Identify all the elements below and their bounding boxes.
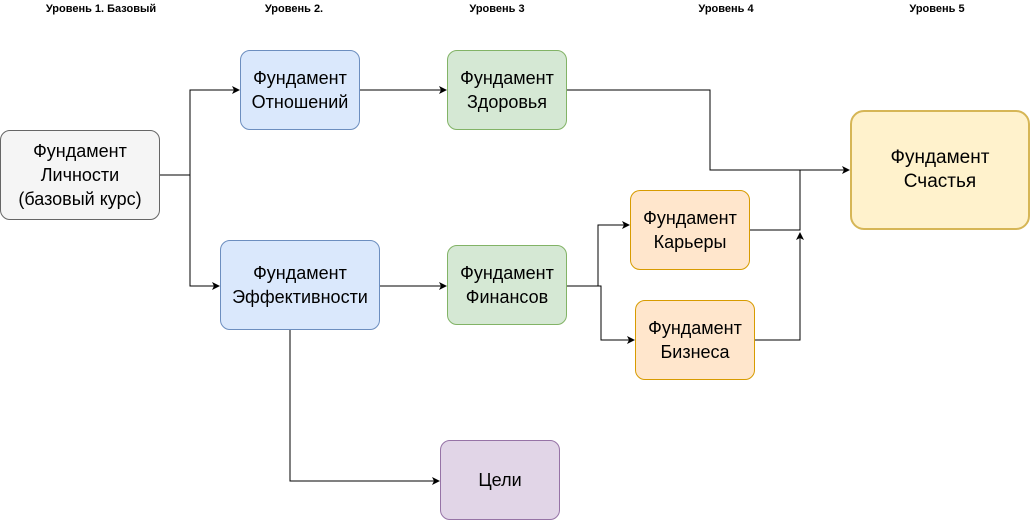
node-karera: Фундамент Карьеры bbox=[630, 190, 750, 270]
edge-lichnost-otnosheniya bbox=[160, 86, 240, 176]
level-5-label: Уровень 5 bbox=[909, 3, 965, 15]
node-zdorovie: Фундамент Здоровья bbox=[447, 50, 567, 130]
level-2-label: Уровень 2. bbox=[264, 3, 324, 15]
level-4-label: Уровень 4 bbox=[698, 3, 754, 15]
node-finansy: Фундамент Финансов bbox=[447, 245, 567, 325]
edge-karera-merge bbox=[750, 170, 801, 231]
node-biznes: Фундамент Бизнеса bbox=[635, 300, 755, 380]
node-lichnost: Фундамент Личности (базовый курс) bbox=[0, 130, 160, 220]
node-otnosheniya: Фундамент Отношений bbox=[240, 50, 360, 130]
edge-lichnost-effektivnost bbox=[160, 174, 220, 290]
edge-biznes-merge bbox=[755, 232, 804, 341]
level-3-label: Уровень 3 bbox=[469, 3, 525, 15]
edge-zdorovie-schastie bbox=[566, 89, 850, 174]
edge-effektivnost-tseli bbox=[289, 330, 440, 485]
node-schastie: Фундамент Счастья bbox=[850, 110, 1030, 230]
level-1-label: Уровень 1. Базовый bbox=[45, 3, 157, 15]
edge-finansy-karera bbox=[566, 221, 630, 287]
node-effektivnost: Фундамент Эффективности bbox=[220, 240, 380, 330]
edge-finansy-biznes bbox=[566, 285, 635, 344]
node-tseli: Цели bbox=[440, 440, 560, 520]
